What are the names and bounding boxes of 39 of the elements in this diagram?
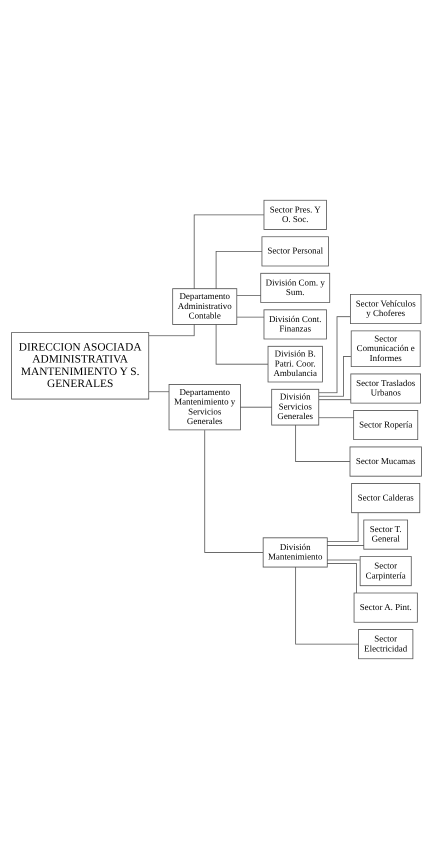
node-box: Sector A. Pint.: [354, 592, 418, 622]
node-box: Sector Mucamas: [350, 446, 422, 476]
node-box: Departamento Administrativo Contable: [172, 288, 238, 324]
node-box: División Servicios Generales: [271, 388, 320, 425]
node-box: Sector Traslados Urbanos: [350, 373, 421, 404]
connector: [240, 406, 272, 408]
connector: [148, 390, 170, 392]
connector: [327, 512, 359, 542]
connector: [318, 398, 352, 400]
node-box: Sector Electricidad: [358, 628, 414, 659]
connector: [326, 544, 364, 546]
node-box: Sector Vehículos y Choferes: [350, 293, 422, 324]
connector: [318, 416, 354, 418]
connector: [148, 324, 195, 336]
connector: [326, 562, 357, 593]
connector: [204, 429, 264, 552]
node-box: Departamento Mantenimiento y Servicios Generales: [168, 384, 241, 430]
connector: [295, 424, 350, 462]
connector: [318, 316, 351, 393]
connector: [295, 566, 359, 644]
node-box: División Cont. Finanzas: [264, 308, 327, 339]
node-box: División Com. y Sum.: [260, 272, 330, 302]
node-box: Sector Comunicación e Informes: [350, 330, 421, 366]
node-box: División Mantenimiento: [262, 536, 328, 567]
connector: [194, 214, 264, 289]
node-box: Sector Carpintería: [360, 556, 412, 586]
connector: [216, 324, 268, 364]
connector: [326, 559, 360, 560]
node-box: Sector Personal: [262, 236, 329, 266]
node-box: Sector Ropería: [353, 410, 418, 440]
node-box: Sector Pres. Y O. Soc.: [264, 199, 327, 230]
node-box: División B. Patri. Coor. Ambulancia: [268, 345, 323, 382]
connector: [216, 250, 262, 288]
node-box: Sector T. General: [363, 519, 408, 550]
node-box: Sector Calderas: [351, 482, 420, 513]
connector: [318, 356, 352, 396]
node-box: DIRECCION ASOCIADA ADMINISTRATIVA MANTENIMIENTO Y S. GENERALES: [11, 332, 150, 399]
connector: [236, 294, 262, 296]
connector: [236, 316, 264, 317]
